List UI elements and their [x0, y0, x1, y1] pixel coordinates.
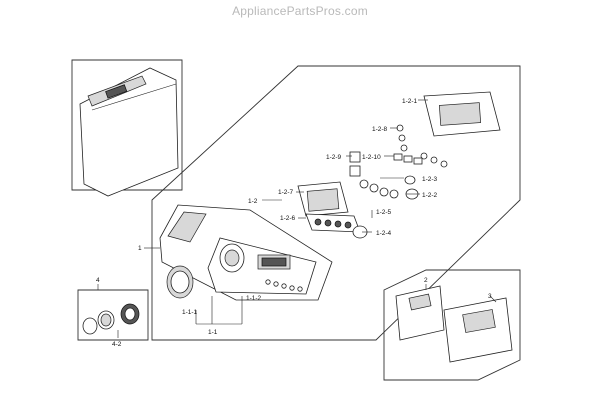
- callout-1: 1: [138, 245, 142, 252]
- callout-1-2-6: 1-2-6: [280, 215, 296, 222]
- callout-1-2-9: 1-2-9: [326, 154, 342, 161]
- part-1-2-8-button-strip: [396, 124, 448, 168]
- part-1-2-7-button-panel: [297, 181, 349, 217]
- leader-lines: [97, 99, 497, 338]
- part-2-pcb-module: [395, 285, 445, 341]
- callout-1-2-7: 1-2-7: [278, 189, 294, 196]
- right-bottom-frame: [383, 269, 521, 381]
- part-4-knob: [82, 303, 140, 335]
- callout-1-2-1: 1-2-1: [402, 98, 418, 105]
- part-1-1-1-knob-cap: [166, 265, 194, 299]
- callout-1-2-3: 1-2-3: [422, 176, 438, 183]
- main-frame: [151, 65, 521, 341]
- callout-1-2-2: 1-2-2: [422, 192, 438, 199]
- part-1-2-9-small-buttons: [349, 151, 361, 177]
- callout-1-1-2: 1-1-2: [246, 295, 262, 302]
- callout-1-2-4: 1-2-4: [376, 230, 392, 237]
- part-1-2-5-knob-set: [359, 179, 399, 199]
- callout-1-2-8: 1-2-8: [372, 126, 388, 133]
- part-1-2-3-button: [404, 175, 416, 185]
- part-1-2-1-display-pcb: [423, 91, 501, 137]
- callout-1-2-5: 1-2-5: [376, 209, 392, 216]
- callout-1-1-1: 1-1-1: [182, 309, 198, 316]
- part-3-pcb-module: [443, 297, 513, 363]
- callout-4-2: 4-2: [112, 341, 122, 348]
- callout-labels: 1 1-1 1-1-1 1-1-2 1-2 1-2-1 1-2-2 1-2-3 …: [96, 98, 492, 348]
- watermark: AppliancePartsPros.com: [232, 4, 368, 18]
- callout-1-2: 1-2: [248, 198, 258, 205]
- inset-knob-box: [77, 289, 149, 341]
- inset-dryer-overview: [71, 59, 183, 197]
- part-1-2-10-button-row: [393, 153, 423, 165]
- callout-1-2-10: 1-2-10: [362, 154, 381, 161]
- part-1-2-6-button-array: [305, 213, 361, 233]
- callout-4: 4: [96, 277, 100, 284]
- callout-2: 2: [424, 277, 428, 284]
- callout-1-1: 1-1: [208, 329, 218, 336]
- callout-3: 3: [488, 293, 492, 300]
